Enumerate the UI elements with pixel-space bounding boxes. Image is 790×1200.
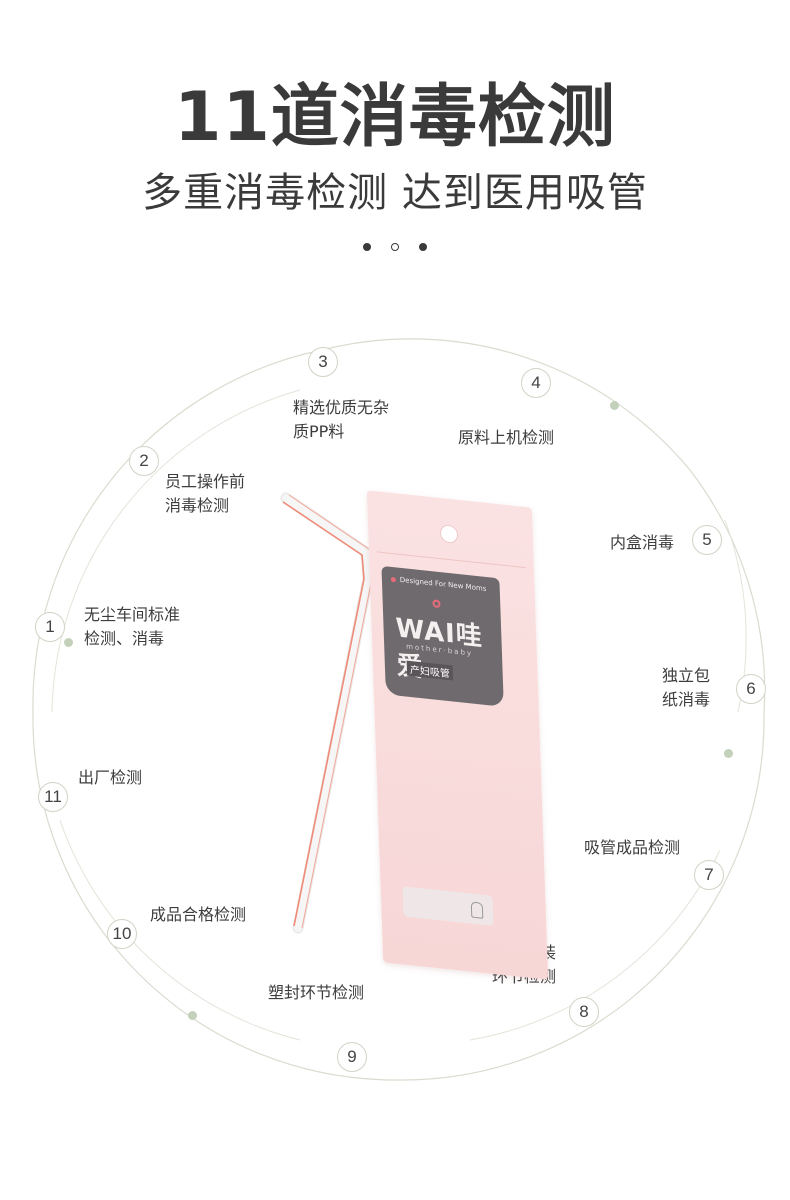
step-number-4: 4	[521, 368, 551, 398]
step-label-4: 原料上机检测	[458, 428, 555, 447]
ring-arc-inner-top	[51, 389, 301, 713]
step-number-9: 9	[337, 1042, 367, 1072]
step-number-6: 6	[736, 674, 766, 704]
step-number-5: 5	[692, 525, 722, 555]
package-hang-hole	[439, 523, 459, 544]
step-label-9: 塑封环节检测	[268, 983, 365, 1002]
ring-arc-outer-top-right	[321, 338, 691, 471]
page-subtitle: 多重消毒检测 达到医用吸管	[142, 170, 648, 216]
step-number-8: 8	[569, 997, 599, 1027]
dot-left	[363, 243, 371, 251]
step-label-6: 独立包 纸消毒	[661, 666, 710, 709]
package-tagline: Designed For New Moms	[390, 575, 487, 593]
ring-arc-inner-bottom	[469, 849, 721, 1041]
page-title: 11道消毒检测	[174, 78, 616, 157]
step-label-7: 吸管成品检测	[583, 838, 680, 857]
step-number-2: 2	[129, 446, 159, 476]
ring-accent-dot	[723, 748, 733, 758]
step-label-5: 内盒消毒	[609, 533, 674, 552]
package-label: Designed For New Moms WAI哇爱 mother·baby …	[381, 565, 504, 707]
step-label-3: 精选优质无杂 质PP料	[293, 398, 390, 441]
step-number-1: 1	[35, 612, 65, 642]
package-info-panel	[402, 886, 494, 926]
pin-icon	[390, 576, 396, 582]
package-seal-line	[376, 551, 526, 569]
ring-arc-outer-top-left	[32, 349, 323, 713]
ring-arc-inner-left	[59, 819, 301, 1041]
step-number-11: 11	[38, 782, 68, 812]
step-number-3: 3	[308, 347, 338, 377]
ring-accent-dot	[63, 637, 73, 647]
step-label-11: 出厂检测	[78, 768, 143, 787]
dot-middle	[391, 243, 399, 251]
dot-right	[419, 243, 427, 251]
step-number-7: 7	[694, 860, 724, 890]
bottle-icon	[470, 901, 484, 919]
ring-accent-dot	[187, 1010, 197, 1020]
step-number-10: 10	[107, 919, 137, 949]
ring-arc-outer-right	[689, 469, 766, 713]
step-label-2: 员工操作前 消毒检测	[165, 472, 246, 515]
step-label-1: 无尘车间标准 检测、消毒	[84, 605, 181, 648]
ring-arc-outer-bottom-right	[394, 711, 765, 1081]
ring-accent-dot	[609, 400, 619, 410]
pagination-dots	[0, 240, 790, 254]
logo-ring-icon	[432, 599, 441, 609]
step-label-10: 成品合格检测	[150, 905, 247, 924]
straw-package-image: Designed For New Moms WAI哇爱 mother·baby …	[366, 490, 549, 980]
